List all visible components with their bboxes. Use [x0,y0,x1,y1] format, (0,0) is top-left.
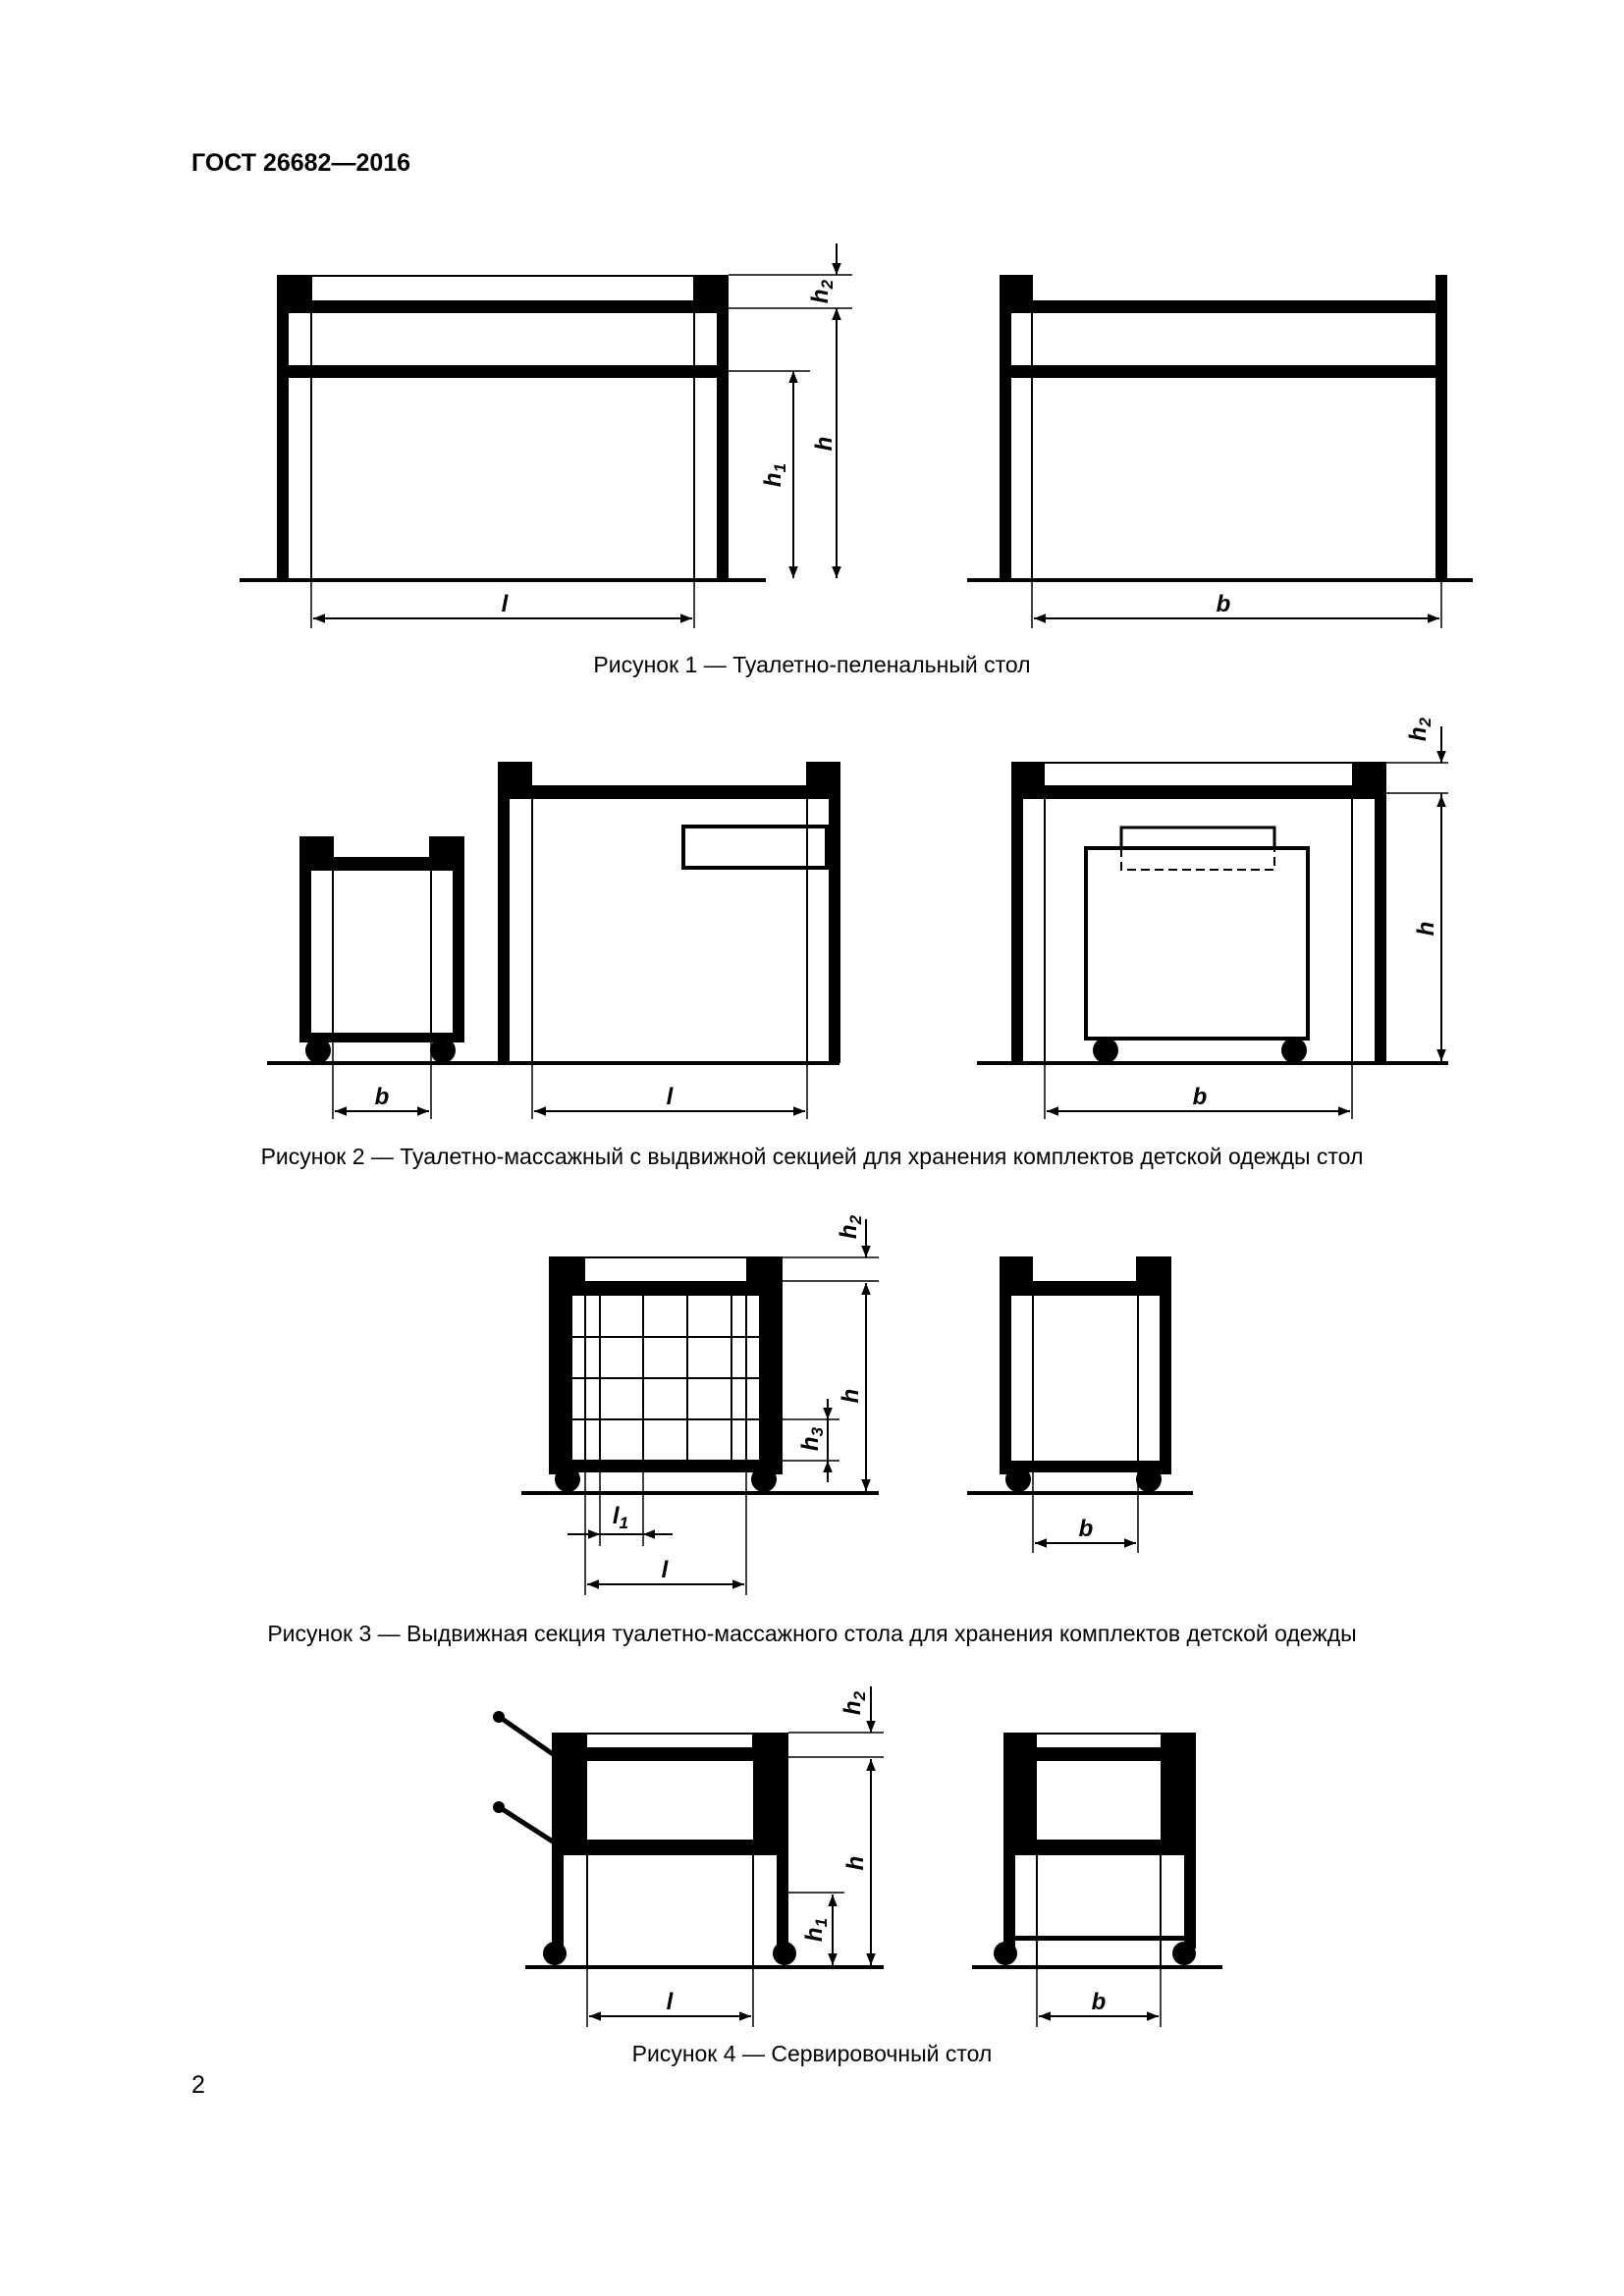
dimension-l-label: l [662,1557,670,1583]
dimension-l-label: l [667,1084,675,1110]
figure-2-drawer-section-view: b [267,836,839,1119]
dimension-b-label: b [1079,1516,1094,1542]
dimension-b-label: b [375,1084,390,1110]
figure-2-side-view: b h h2 [977,717,1448,1119]
figure-4-front-view: h h2 h1 l [493,1686,884,2027]
figure-4-caption: Рисунок 4 — Сервировочный стол [631,2041,993,2066]
dimension-b-label: b [1193,1084,1208,1110]
figure-4-drawing: h h2 h1 l b [493,1686,1222,2027]
figure-1-drawing: h h1 h2 l b [240,243,1473,628]
dimension-l-label: l [502,591,510,617]
figure-4-side-view: b [972,1733,1222,2027]
dimension-h2-label: h2 [836,1214,865,1239]
dimension-h-label: h [842,1856,869,1871]
figure-1-front-view: h h1 h2 l [240,243,852,628]
dimension-h2-label: h2 [839,1690,869,1715]
dimension-h2-label: h2 [807,279,837,303]
dimension-l1-label: l1 [613,1503,628,1532]
figure-2-caption: Рисунок 2 — Туалетно-массажный с выдвижн… [260,1144,1364,1169]
dimension-b-label: b [1217,591,1231,617]
figure-2-front-view: l [498,762,840,1119]
document-header: ГОСТ 26682—2016 [191,149,411,177]
figure-1-caption: Рисунок 1 — Туалетно-пеленальный стол [593,652,1031,677]
dimension-h1-label: h1 [801,1918,831,1942]
figure-3-drawing: h h2 h3 l1 l b [521,1214,1193,1595]
figure-3-front-view: h h2 h3 l1 l [521,1214,879,1595]
figure-2-drawing: b l b h [267,717,1448,1119]
dimension-h3-label: h3 [797,1426,827,1451]
dimension-h1-label: h1 [760,463,789,487]
dimension-l-label: l [667,1989,675,2015]
figure-3-caption: Рисунок 3 — Выдвижная секция туалетно-ма… [267,1621,1357,1646]
figure-1-side-view: b [967,275,1473,628]
figure-3-side-view: b [967,1256,1193,1553]
dimension-h-label: h [838,1389,864,1404]
page-number: 2 [191,2071,205,2099]
dimension-h2-label: h2 [1405,717,1435,741]
dimension-h-label: h [1413,922,1439,936]
dimension-h-label: h [811,437,838,452]
dimension-b-label: b [1092,1989,1107,2015]
